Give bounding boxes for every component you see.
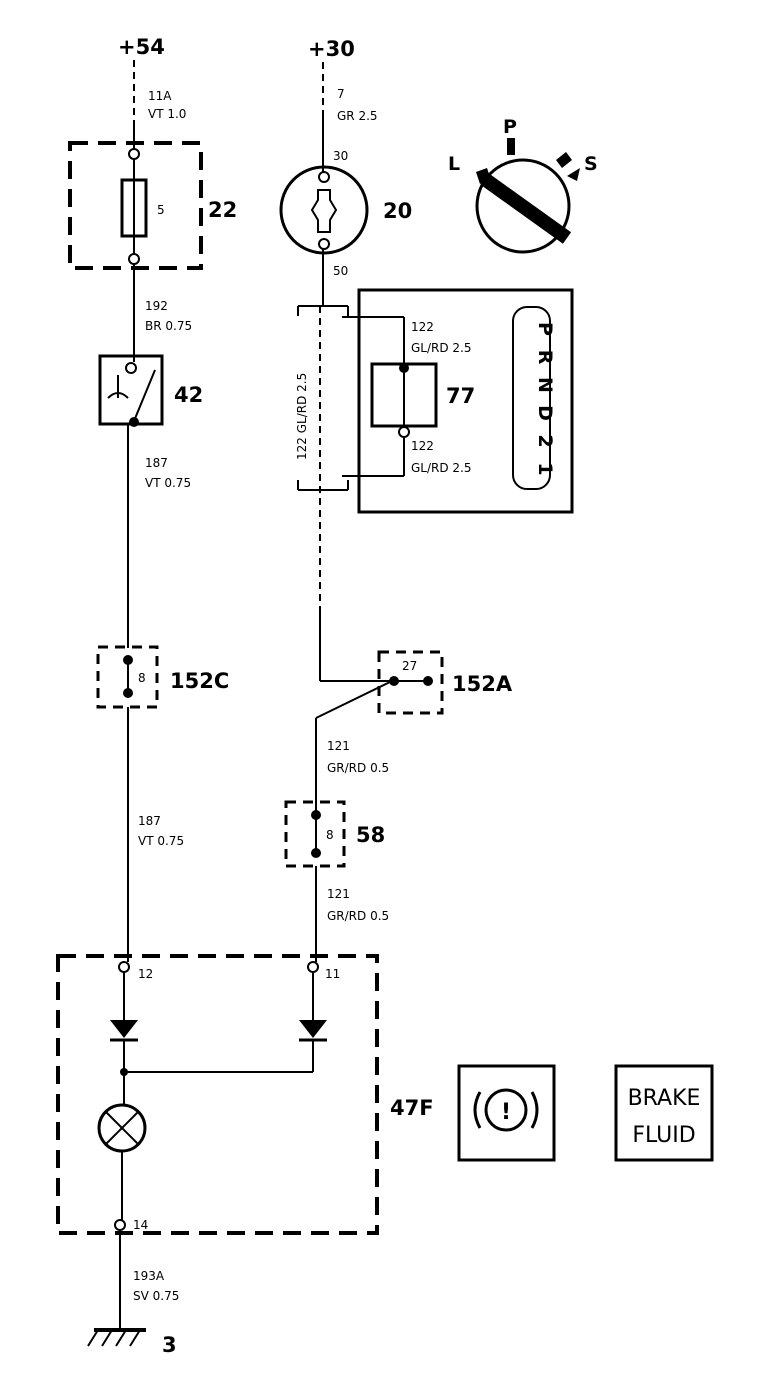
pin30-label: 30 <box>333 149 348 163</box>
gear-letter: P <box>534 322 556 336</box>
position-s-label: S <box>584 153 598 175</box>
fuse-top-terminal <box>128 148 140 160</box>
selector-contact-open <box>398 426 410 438</box>
wire-11a-number: 11A <box>148 89 172 103</box>
wire-122b-spec: GL/RD 2.5 <box>411 461 472 475</box>
ground-hatch <box>115 1329 127 1347</box>
wire-187b-spec: VT 0.75 <box>138 834 184 848</box>
key-position-dial <box>475 158 571 254</box>
position-l-mark <box>476 168 491 184</box>
ground-label: 3 <box>162 1333 177 1357</box>
connector-152c-label: 152C <box>170 669 229 693</box>
fuse-number-label: 5 <box>157 203 165 217</box>
wire-193a-spec: SV 0.75 <box>133 1289 179 1303</box>
wire-187a-spec: VT 0.75 <box>145 476 191 490</box>
ground-hatch <box>101 1329 113 1347</box>
gear-letter: 1 <box>534 462 556 475</box>
key-position-bar <box>481 174 572 244</box>
brake-switch-top-terminal <box>125 362 137 374</box>
wire-122a-number: 122 <box>411 320 434 334</box>
wire-7-spec: GR 2.5 <box>337 109 378 123</box>
lamp-cross-b <box>105 1111 139 1145</box>
fuse-box-22 <box>68 141 203 270</box>
wire-192-spec: BR 0.75 <box>145 319 192 333</box>
position-p-mark <box>507 138 515 155</box>
brake-switch-bottom-terminal <box>129 417 139 427</box>
ignition-switch-label: 20 <box>383 199 412 223</box>
connector-58 <box>284 800 346 868</box>
pin11-label: 11 <box>325 967 340 981</box>
wire-122a-spec: GL/RD 2.5 <box>411 341 472 355</box>
gear-indicator-letters: P R N D 2 1 <box>534 322 556 476</box>
wire-192-number: 192 <box>145 299 168 313</box>
ground-icon <box>87 1328 146 1347</box>
terminal-plus30-label: +30 <box>308 37 355 61</box>
brake-switch-label: 42 <box>174 383 203 407</box>
brake-warning-arc-left <box>473 1091 482 1129</box>
ground-hatch <box>129 1329 141 1347</box>
gear-selector-label: 77 <box>446 384 475 408</box>
wire-121a-number: 121 <box>327 739 350 753</box>
wire-11a-spec: VT 1.0 <box>148 107 186 121</box>
pin14-label: 14 <box>133 1218 148 1232</box>
key-slot-icon <box>310 189 338 233</box>
fuse-bottom-terminal <box>128 253 140 265</box>
connector-152a-label: 152A <box>452 672 513 696</box>
instrument-47f <box>56 954 379 1235</box>
position-l-label: L <box>448 153 460 175</box>
connector-152a <box>377 650 444 715</box>
gear-letter: N <box>534 377 556 393</box>
gear-letter: R <box>534 350 556 365</box>
diode-right <box>299 1020 327 1038</box>
diode-junction <box>120 1068 128 1076</box>
brake-warning-circle-icon <box>484 1088 528 1132</box>
wire-121b-number: 121 <box>327 887 350 901</box>
connector-58-label: 58 <box>356 823 385 847</box>
terminal-plus54-label: +54 <box>118 35 165 59</box>
connector-152c-pin-label: 8 <box>138 671 146 685</box>
brake-warning-arc-right <box>530 1091 539 1129</box>
position-s-mark <box>556 152 572 168</box>
instrument-label: 47F <box>390 1096 434 1120</box>
wire-121a-spec: GR/RD 0.5 <box>327 761 389 775</box>
diode-left <box>110 1020 138 1038</box>
wire-121b-spec: GR/RD 0.5 <box>327 909 389 923</box>
brake-fluid-symbol <box>614 1064 714 1162</box>
ground-hatch <box>87 1329 99 1347</box>
pin11-terminal <box>307 961 319 973</box>
gear-indicator-pill <box>512 306 551 490</box>
pin14-terminal <box>114 1219 126 1231</box>
fuse-box-label: 22 <box>208 198 237 222</box>
wire-193a-number: 193A <box>133 1269 165 1283</box>
pin12-terminal <box>118 961 130 973</box>
gear-letter: D <box>534 405 556 421</box>
brake-fluid-line1: BRAKE <box>628 1086 701 1111</box>
wire-7-number: 7 <box>337 87 345 101</box>
gear-selector-77 <box>357 288 574 514</box>
brake-switch-contact <box>133 369 156 422</box>
wire-187b-number: 187 <box>138 814 161 828</box>
connector-152c <box>96 645 159 709</box>
wire-122b-number: 122 <box>411 439 434 453</box>
pin12-label: 12 <box>138 967 153 981</box>
wire-121-diagonal <box>315 681 391 719</box>
brake-fluid-line2: FLUID <box>632 1123 695 1148</box>
brake-switch-pedal <box>107 392 129 399</box>
ignition-pin50-terminal <box>318 238 330 250</box>
wire-122-vertical-label: 122 GL/RD 2.5 <box>295 373 309 460</box>
connector-58-pin-label: 8 <box>326 828 334 842</box>
ignition-pin30-terminal <box>318 171 330 183</box>
gear-letter: 2 <box>534 434 556 447</box>
connector-152a-pin-label: 27 <box>402 659 417 673</box>
brake-warning-symbol <box>457 1064 556 1162</box>
pin50-label: 50 <box>333 264 348 278</box>
position-p-label: P <box>503 116 517 138</box>
brake-warning-mark: ! <box>501 1100 511 1125</box>
wire-187a-number: 187 <box>145 456 168 470</box>
position-s-arrow <box>567 168 580 181</box>
